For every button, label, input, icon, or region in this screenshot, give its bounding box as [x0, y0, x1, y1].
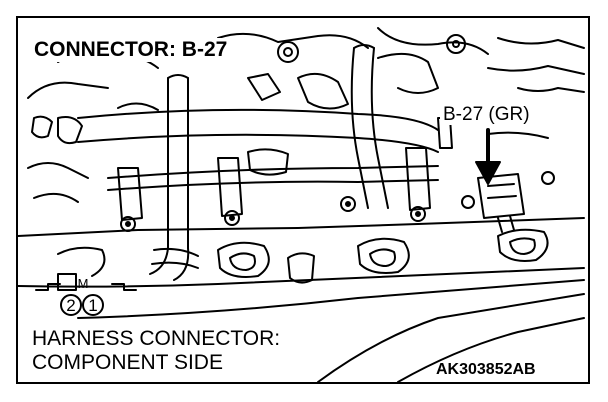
caption-line-1: HARNESS CONNECTOR: [32, 327, 281, 350]
diagram-title: CONNECTOR: B-27 [32, 38, 231, 62]
engine-bay-illustration [18, 27, 585, 382]
caption-line-2: COMPONENT SIDE [32, 351, 223, 374]
diagram-frame: CONNECTOR: B-27 B-27 (GR) M 2 1 HARNESS … [16, 16, 590, 384]
connector-callout-label: B-27 (GR) [440, 104, 533, 125]
connector-pin-2: 2 [60, 294, 82, 316]
wiring-harness [77, 108, 439, 191]
connector-tab-letter: M [77, 276, 89, 291]
callout-arrow [475, 128, 501, 185]
right-hose [350, 44, 439, 209]
brackets [117, 117, 453, 221]
figure-id: AK303852AB [436, 361, 536, 378]
connector-pin-1: 1 [82, 294, 104, 316]
connector-b27 [477, 173, 525, 233]
connector-symbol-outline [35, 273, 137, 291]
bolts [120, 171, 555, 232]
vertical-hose [149, 74, 199, 281]
